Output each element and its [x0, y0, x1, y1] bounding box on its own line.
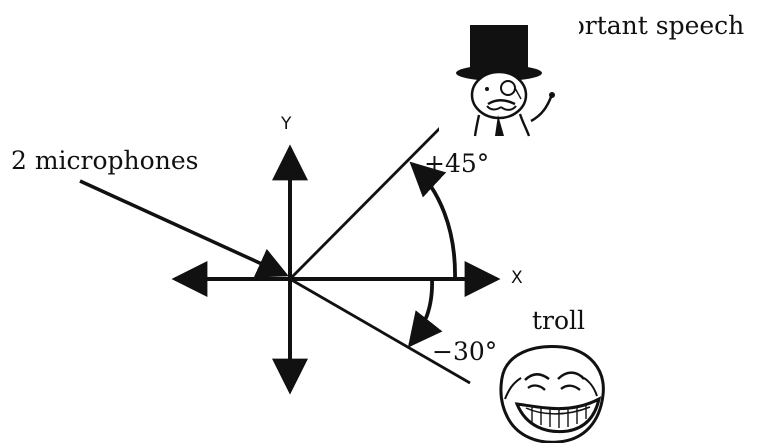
x-axis-label: X	[511, 268, 523, 288]
troll-face-meme-icon	[499, 344, 605, 443]
negative-angle-arc	[407, 278, 443, 348]
speech-direction-line	[289, 122, 446, 280]
troll-label: troll	[532, 306, 585, 335]
top-hat-gentleman-meme-icon	[439, 15, 579, 137]
y-axis-label: Y	[280, 114, 292, 134]
negative-angle-label: −30°	[432, 337, 497, 366]
microphones-direction-arrow	[79, 179, 289, 278]
troll-direction-line	[289, 277, 471, 385]
positive-angle-label: +45°	[424, 149, 489, 178]
positive-angle-arc	[409, 161, 457, 280]
microphones-label: 2 microphones	[11, 146, 198, 175]
